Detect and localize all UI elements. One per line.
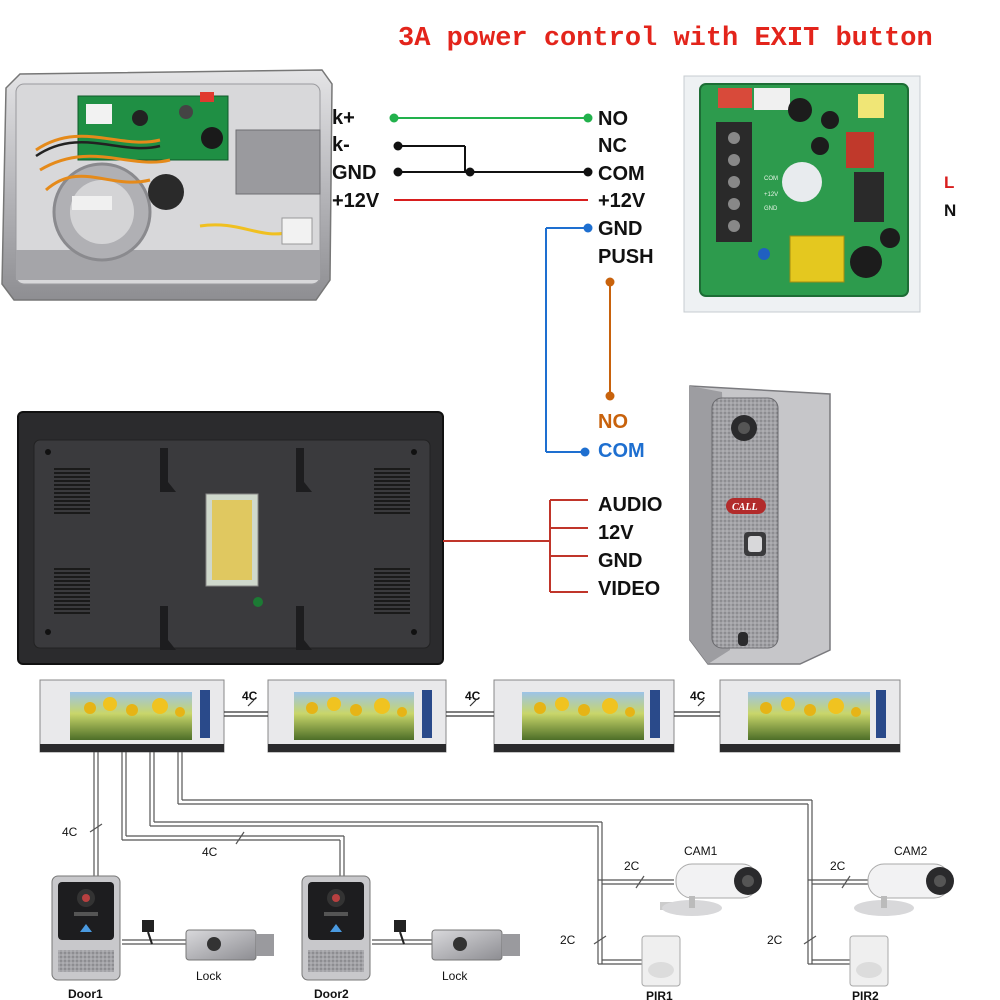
- monitor-3: [493, 679, 675, 753]
- cam2-image: [854, 863, 954, 916]
- lock1-label: Lock: [196, 969, 222, 983]
- cam1-cable-label: 2C: [624, 859, 640, 873]
- door1-station-image: [51, 875, 121, 981]
- cam2-label: CAM2: [894, 844, 928, 858]
- system-wiring: [89, 752, 870, 965]
- power-supply-board-image: COM +12V GND: [683, 75, 921, 313]
- monitor-link-label-2: 4C: [465, 689, 481, 703]
- power-terminal-push: PUSH: [598, 246, 654, 268]
- pir2-image: [849, 935, 889, 987]
- cam1-label: CAM1: [684, 844, 718, 858]
- door2-cable-label: 4C: [202, 845, 218, 859]
- exit-terminal-no: NO: [598, 411, 628, 433]
- lock-power-wires: [389, 113, 615, 457]
- pir1-image: [641, 935, 681, 987]
- monitor-terminal-gnd: GND: [598, 550, 642, 572]
- monitor-link-label-3: 4C: [690, 689, 706, 703]
- doorbell-call-label: CALL: [732, 502, 758, 513]
- power-terminal-nc: NC: [598, 135, 627, 157]
- lock-terminal-kminus: k-: [332, 134, 350, 156]
- monitor-terminal-video: VIDEO: [598, 578, 660, 600]
- svg-text:GND: GND: [764, 206, 778, 212]
- indoor-monitors: [39, 679, 901, 753]
- cam2-cable-label: 2C: [830, 859, 846, 873]
- svg-text:+12V: +12V: [764, 192, 778, 198]
- monitor-1: [39, 679, 225, 753]
- lock2-label: Lock: [442, 969, 468, 983]
- monitor-doorbell-wires: [443, 499, 588, 593]
- doorbell-camera-image: CALL: [689, 385, 831, 665]
- power-terminal-no: NO: [598, 108, 628, 130]
- pir2-label: PIR2: [852, 989, 879, 1000]
- monitor-link-label-1: 4C: [242, 689, 258, 703]
- exit-terminal-com: COM: [598, 440, 645, 462]
- power-terminal-12v: +12V: [598, 190, 646, 212]
- door2-station-image: [301, 875, 371, 981]
- lock-terminal-gnd: GND: [332, 162, 376, 184]
- pir1-cable-label: 2C: [560, 933, 576, 947]
- pir2-cable-label: 2C: [767, 933, 783, 947]
- monitor-terminal-audio: AUDIO: [598, 494, 662, 516]
- diagram-title: 3A power control with EXIT button: [398, 24, 933, 54]
- lock-terminal-kplus: k+: [332, 107, 355, 129]
- door2-label: Door2: [314, 987, 349, 1000]
- monitor-back-image: [17, 411, 444, 665]
- door1-cable-label: 4C: [62, 825, 78, 839]
- call-button-plate: [726, 498, 766, 514]
- monitor-terminal-12v: 12V: [598, 522, 634, 544]
- mains-terminal-n: N: [944, 201, 956, 220]
- power-terminal-com: COM: [598, 163, 645, 185]
- monitor-link-wires: [224, 699, 720, 717]
- monitor-4: [719, 679, 901, 753]
- lock-terminal-12v: +12V: [332, 190, 380, 212]
- power-terminal-gnd: GND: [598, 218, 642, 240]
- lock2-image: [394, 920, 520, 961]
- door1-label: Door1: [68, 987, 103, 1000]
- lock1-image: [142, 920, 274, 961]
- electric-lock-image: [1, 69, 333, 301]
- pir1-label: PIR1: [646, 989, 673, 1000]
- svg-text:COM: COM: [764, 176, 778, 182]
- monitor-2: [267, 679, 447, 753]
- cam1-image: [660, 863, 762, 916]
- mains-terminal-l: L: [944, 173, 954, 192]
